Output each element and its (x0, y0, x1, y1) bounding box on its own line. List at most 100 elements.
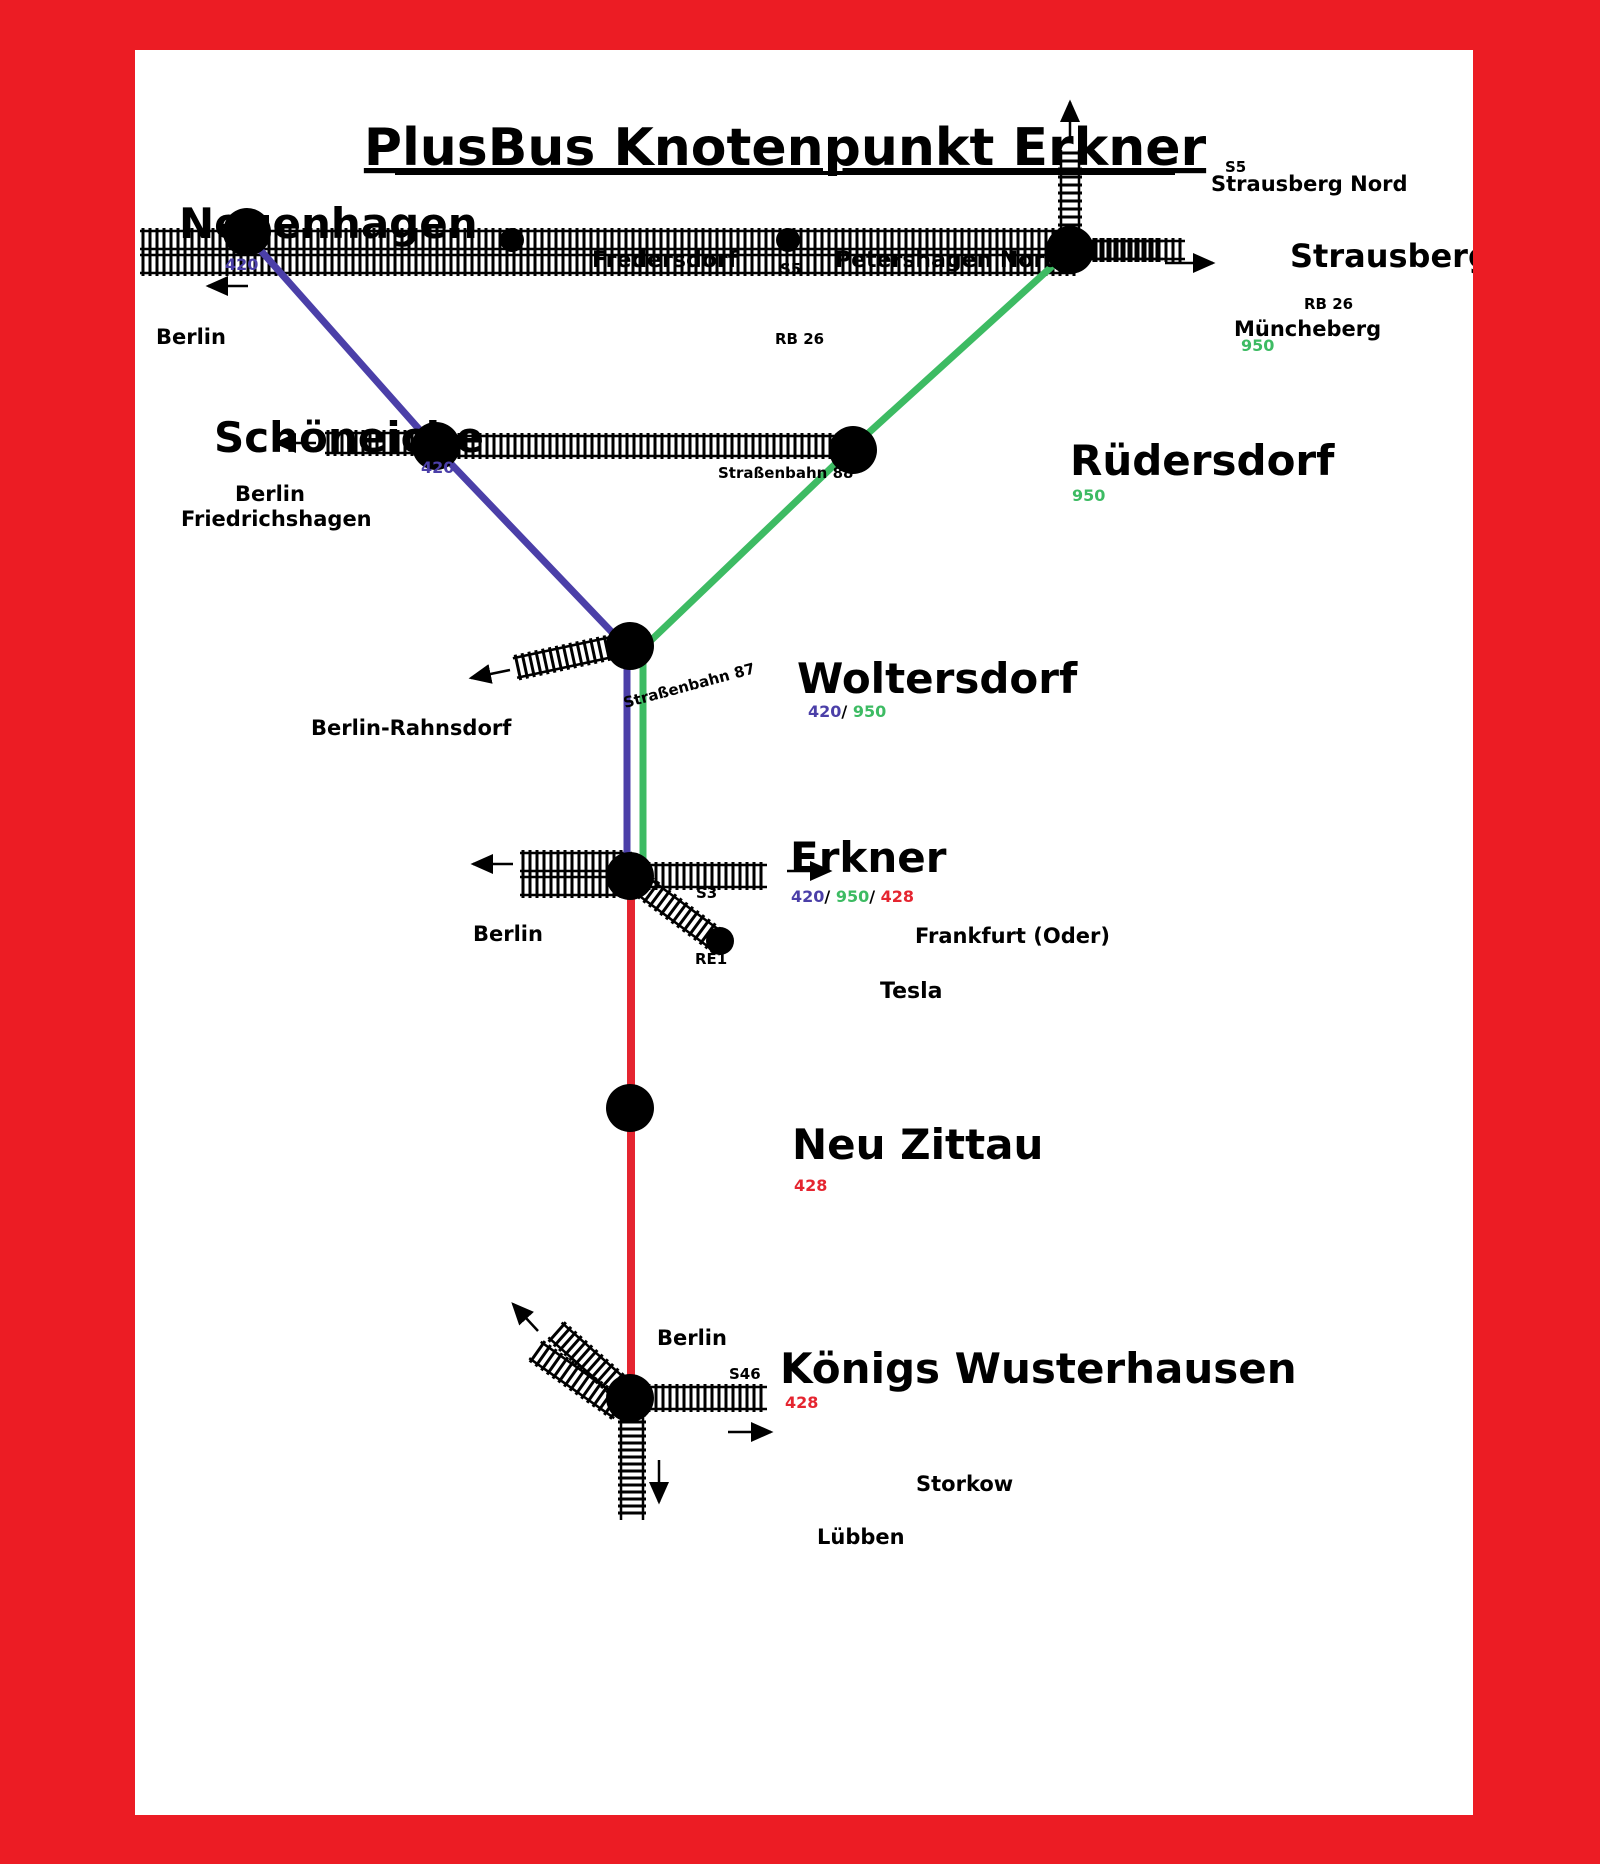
tie (540, 1348, 558, 1372)
arrow-berlin-kw (511, 1302, 539, 1332)
line-label-rb26-east: RB 26 (1304, 295, 1353, 313)
line-label-tram88: Straßenbahn 88 (718, 464, 853, 482)
tie (561, 643, 571, 671)
line-label-s46: S46 (729, 1365, 761, 1383)
route-badge-strausberg: 950 (1241, 336, 1274, 355)
tie (552, 1325, 573, 1348)
tie (591, 1384, 610, 1408)
station-label-koenigs-wusterhausen: Königs Wusterhausen (780, 1344, 1297, 1393)
tie (653, 889, 672, 912)
destination-frankfurt-oder: Frankfurt (Oder) (915, 924, 1110, 948)
tie (584, 1353, 604, 1376)
route-badges-erkner: 420/ 950/ 428 (791, 887, 914, 906)
route-badge-koenigs-wusterhausen: 428 (785, 1393, 818, 1412)
station-dot-strausberg (1046, 226, 1094, 274)
station-label-schoeneiche: Schöneiche (214, 413, 484, 462)
line-label-s5-north: S5 (1225, 158, 1246, 176)
tie (574, 1372, 592, 1396)
station-label-neu-zittau: Neu Zittau (792, 1120, 1043, 1169)
tie (580, 1376, 598, 1400)
railway-tracks (140, 150, 1185, 1520)
route-428: 428 (881, 887, 914, 906)
stop-dot-petershagen (776, 228, 800, 252)
tie (534, 1344, 552, 1368)
line-label-s3: S3 (696, 884, 717, 902)
station-label-erkner: Erkner (790, 833, 947, 882)
tie (568, 1339, 588, 1362)
tie (670, 901, 689, 925)
route-badges-woltersdorf: 420/ 950 (808, 702, 886, 721)
tie (527, 651, 536, 678)
destination-strausberg-nord: Strausberg Nord (1211, 172, 1408, 196)
destination-berlin-friedrichshagen-2: Friedrichshagen (181, 507, 372, 531)
track-rb26-main (140, 252, 1076, 276)
tie (568, 642, 577, 669)
arrow-berlin-rahnsdorf (468, 664, 511, 684)
tie (557, 1360, 575, 1384)
stop-label-fredersdorf: Fredersdorf (592, 248, 738, 273)
tie (676, 905, 695, 929)
destination-berlin-erkner: Berlin (473, 922, 543, 946)
route-950: 950 (853, 702, 886, 721)
route-separator: / (869, 887, 880, 906)
station-dot-erkner (606, 852, 654, 900)
tie (595, 636, 605, 663)
station-dot-koenigs-wusterhausen (606, 1374, 654, 1422)
tie (547, 646, 557, 673)
route-badge-ruedersdorf: 950 (1072, 486, 1105, 505)
station-dot-woltersdorf (606, 622, 654, 670)
tie (573, 1344, 594, 1366)
tie (588, 638, 598, 665)
route-separator: / (841, 702, 852, 721)
tie (575, 641, 584, 668)
tie (698, 922, 717, 946)
tie (594, 1362, 615, 1385)
tie (563, 1364, 581, 1388)
tie (642, 880, 661, 904)
stop-dot-fredersdorf (500, 228, 524, 252)
destination-berlin-friedrichshagen-1: Berlin (235, 482, 305, 506)
route-badge-schoeneiche: 420 (421, 458, 454, 477)
tie (579, 1349, 599, 1371)
route-420: 420 (791, 887, 824, 906)
station-dot-neuenhagen (223, 208, 271, 256)
tie (513, 654, 523, 681)
route-badge-neuenhagen: 420 (225, 255, 258, 274)
tie (589, 1358, 609, 1380)
route-separator: / (824, 887, 835, 906)
tie (547, 1321, 567, 1343)
station-dots (223, 208, 1094, 1422)
tie (568, 1368, 587, 1392)
tie (534, 649, 543, 676)
tie (681, 910, 700, 933)
tie (541, 648, 550, 675)
map-panel: PlusBus Knotenpunkt Erkner Neuenhagen St… (135, 50, 1473, 1815)
tie (563, 1335, 583, 1357)
tie (648, 885, 666, 908)
station-label-ruedersdorf: Rüdersdorf (1070, 436, 1335, 485)
track-tram87 (512, 635, 615, 681)
line-label-rb26: RB 26 (775, 330, 824, 348)
station-label-neuenhagen: Neuenhagen (179, 199, 478, 248)
station-dot-schoeneiche (412, 422, 460, 470)
page-title: PlusBus Knotenpunkt Erkner (364, 118, 1207, 178)
line-label-re1: RE1 (695, 950, 727, 968)
destination-berlin-rahnsdorf: Berlin-Rahnsdorf (311, 716, 512, 740)
tie (554, 645, 564, 672)
tie (545, 1352, 564, 1376)
tie (585, 1380, 604, 1404)
tie (520, 652, 529, 679)
bus-line-420 (244, 232, 631, 876)
destination-storkow: Storkow (916, 1472, 1013, 1496)
line-label-s5: S5 (780, 260, 801, 278)
stop-dot-tesla (706, 927, 734, 955)
stop-label-tesla: Tesla (880, 979, 943, 1004)
tie (687, 914, 706, 937)
tie (528, 1340, 547, 1364)
track-tram88 (435, 433, 840, 459)
transit-map: PlusBus Knotenpunkt Erkner Neuenhagen St… (140, 99, 1473, 1549)
tie (558, 1330, 578, 1352)
tie (551, 1356, 570, 1380)
bus-lines (244, 232, 1073, 1398)
route-950: 950 (836, 887, 869, 906)
